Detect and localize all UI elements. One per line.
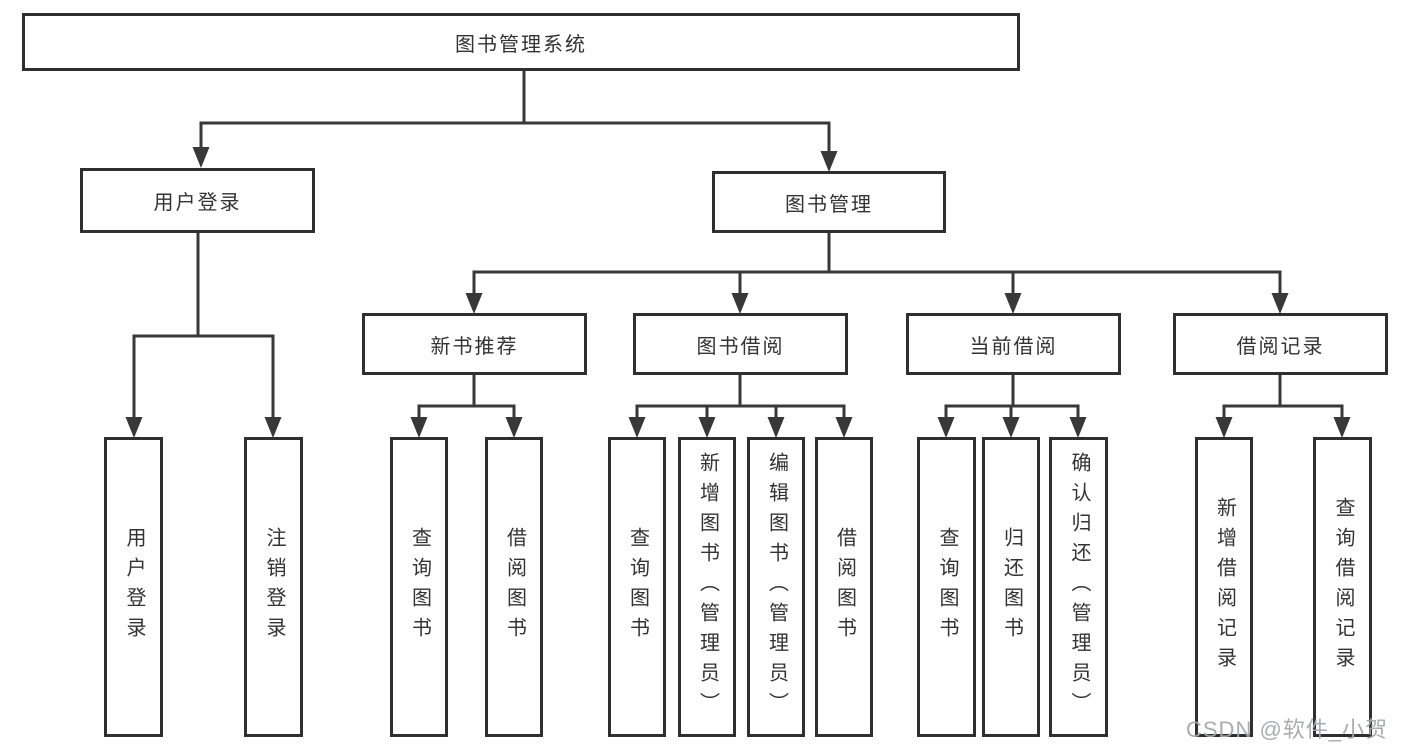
leaf-newbook-query: 查询图书 [390,437,448,737]
leaf-logout: 注销登录 [244,437,303,737]
node-borrow-records: 借阅记录 [1173,313,1388,375]
node-book-management: 图书管理 [712,171,946,233]
leaf-current-confirm-return-admin: 确认归还（管理员） [1049,437,1108,737]
leaf-current-return-books-label: 归还图书 [1000,527,1023,647]
node-current-borrowing-label: 当前借阅 [969,335,1058,358]
leaf-borrow-add-book-admin: 新增图书（管理员） [678,437,736,737]
leaf-newbook-borrow-label: 借阅图书 [503,527,526,647]
leaf-records-query-label: 查询借阅记录 [1332,497,1354,677]
leaf-newbook-borrow: 借阅图书 [485,437,543,737]
leaf-logout-label: 注销登录 [263,527,285,647]
leaf-user-login-label: 用户登录 [123,527,145,647]
leaf-current-query-books-label: 查询图书 [936,527,958,647]
node-book-borrowing-label: 图书借阅 [696,335,785,358]
leaf-user-login: 用户登录 [104,437,163,737]
leaf-borrow-borrow-books-label: 借阅图书 [833,527,856,647]
node-user-login-label: 用户登录 [153,192,242,214]
leaf-borrow-edit-book-admin: 编辑图书（管理员） [747,437,805,737]
leaf-newbook-query-label: 查询图书 [408,527,431,647]
leaf-borrow-edit-book-admin-label: 编辑图书（管理员） [765,452,788,722]
leaf-borrow-query-books-label: 查询图书 [626,527,649,647]
leaf-current-query-books: 查询图书 [917,437,976,737]
leaf-records-add-label: 新增借阅记录 [1213,497,1236,677]
leaf-borrow-borrow-books: 借阅图书 [815,437,873,737]
leaf-borrow-query-books: 查询图书 [608,437,666,737]
node-new-book-recommend: 新书推荐 [362,313,587,375]
node-borrow-records-label: 借阅记录 [1236,335,1325,358]
leaf-current-return-books: 归还图书 [982,437,1040,737]
node-new-book-recommend-label: 新书推荐 [430,335,519,358]
node-user-login: 用户登录 [80,168,315,233]
leaf-borrow-add-book-admin-label: 新增图书（管理员） [696,452,719,722]
leaf-records-query: 查询借阅记录 [1313,437,1372,737]
leaf-records-add: 新增借阅记录 [1195,437,1253,737]
csdn-watermark: CSDN @软件_小贺同学 [1186,717,1389,742]
node-current-borrowing: 当前借阅 [906,313,1121,375]
node-book-borrowing: 图书借阅 [633,313,848,375]
node-root-label: 图书管理系统 [455,33,587,56]
leaf-current-confirm-return-admin-label: 确认归还（管理员） [1068,452,1090,722]
node-root: 图书管理系统 [22,13,1020,71]
node-book-management-label: 图书管理 [785,193,873,216]
